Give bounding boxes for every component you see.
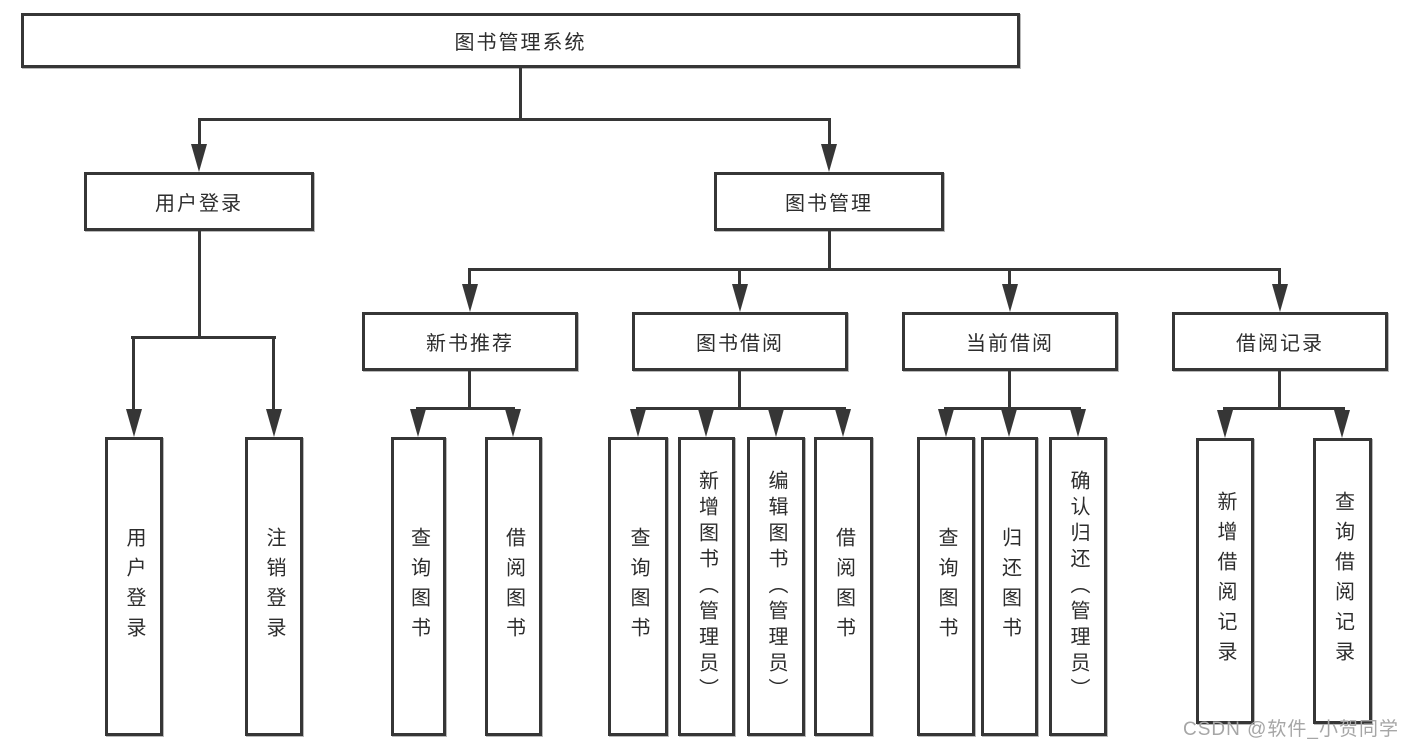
leaf-newbooks-query-label: 查询图书 xyxy=(407,526,430,647)
leaf-currentborrow-query: 查询图书 xyxy=(917,437,975,736)
leaf-records-add: 新增借阅记录 xyxy=(1196,438,1254,724)
leaf-newbooks-query: 查询图书 xyxy=(391,437,446,736)
leaf-records-query: 查询借阅记录 xyxy=(1313,438,1372,724)
leaf-bookborrow-query: 查询图书 xyxy=(608,437,668,736)
connector-user-login-stem xyxy=(198,231,201,339)
connector-drop-current-borrow xyxy=(1008,268,1011,286)
leaf-currentborrow-confirm-label: 确认归还（管理员） xyxy=(1067,469,1089,704)
connector-root-stem xyxy=(519,68,522,120)
node-book-borrow: 图书借阅 xyxy=(632,312,848,371)
arrow-down-icon xyxy=(835,409,851,437)
arrow-down-icon xyxy=(1217,410,1233,438)
leaf-currentborrow-query-label: 查询图书 xyxy=(935,526,957,647)
leaf-newbooks-borrow: 借阅图书 xyxy=(485,437,542,736)
node-new-books-label: 新书推荐 xyxy=(426,333,514,355)
arrow-down-icon xyxy=(505,409,521,437)
arrow-down-icon xyxy=(266,409,282,437)
node-user-login-label: 用户登录 xyxy=(155,193,243,215)
node-borrow-records: 借阅记录 xyxy=(1172,312,1388,371)
leaf-currentborrow-return: 归还图书 xyxy=(981,437,1038,736)
leaf-bookborrow-add: 新增图书（管理员） xyxy=(678,437,735,736)
node-book-mgmt-label: 图书管理 xyxy=(785,193,873,215)
arrow-down-icon xyxy=(1001,409,1017,437)
arrow-down-icon xyxy=(410,409,426,437)
node-book-borrow-label: 图书借阅 xyxy=(696,333,784,355)
arrow-down-icon xyxy=(768,409,784,437)
connector-drop-leaf-user-login xyxy=(132,336,135,412)
connector-current-borrow-rail xyxy=(944,407,1081,410)
arrow-down-icon xyxy=(1272,284,1288,312)
leaf-bookborrow-add-label: 新增图书（管理员） xyxy=(695,469,718,704)
leaf-bookborrow-edit-label: 编辑图书（管理员） xyxy=(765,469,787,704)
leaf-logout: 注销登录 xyxy=(245,437,303,736)
node-root-label: 图书管理系统 xyxy=(454,32,587,54)
leaf-newbooks-borrow-label: 借阅图书 xyxy=(502,526,525,647)
connector-drop-user-login xyxy=(198,118,201,146)
node-current-borrow-label: 当前借阅 xyxy=(966,333,1054,355)
leaf-user-login: 用户登录 xyxy=(105,437,163,736)
connector-drop-book-mgmt xyxy=(828,118,831,146)
leaf-user-login-label: 用户登录 xyxy=(123,526,145,647)
connector-book-mgmt-stem xyxy=(828,231,831,271)
connector-drop-borrow-records xyxy=(1278,268,1281,286)
connector-borrow-records-rail xyxy=(1223,407,1345,410)
node-borrow-records-label: 借阅记录 xyxy=(1236,333,1324,355)
arrow-down-icon xyxy=(732,284,748,312)
arrow-down-icon xyxy=(462,284,478,312)
connector-book-mgmt-rail xyxy=(468,268,1281,271)
connector-new-books-stem xyxy=(468,371,471,410)
leaf-bookborrow-edit: 编辑图书（管理员） xyxy=(747,437,805,736)
connector-drop-book-borrow xyxy=(738,268,741,286)
connector-user-login-rail xyxy=(131,336,276,339)
connector-borrow-records-stem xyxy=(1278,371,1281,410)
arrow-down-icon xyxy=(821,144,837,172)
csdn-watermark: CSDN @软件_小贺同学 xyxy=(1183,719,1399,740)
arrow-down-icon xyxy=(938,409,954,437)
arrow-down-icon xyxy=(1334,410,1350,438)
arrow-down-icon xyxy=(126,409,142,437)
connector-drop-new-books xyxy=(468,268,471,286)
arrow-down-icon xyxy=(630,409,646,437)
leaf-bookborrow-borrow: 借阅图书 xyxy=(814,437,873,736)
arrow-down-icon xyxy=(1070,409,1086,437)
node-new-books: 新书推荐 xyxy=(362,312,578,371)
arrow-down-icon xyxy=(698,409,714,437)
arrow-down-icon xyxy=(1002,284,1018,312)
leaf-currentborrow-return-label: 归还图书 xyxy=(998,526,1021,647)
arrow-down-icon xyxy=(191,144,207,172)
node-book-mgmt: 图书管理 xyxy=(714,172,944,231)
connector-root-rail xyxy=(198,118,831,121)
connector-drop-leaf-logout xyxy=(272,336,275,412)
connector-new-books-rail xyxy=(416,407,515,410)
connector-book-borrow-rail xyxy=(636,407,846,410)
connector-book-borrow-stem xyxy=(738,371,741,410)
leaf-bookborrow-query-label: 查询图书 xyxy=(627,526,649,647)
leaf-records-query-label: 查询借阅记录 xyxy=(1331,491,1354,671)
leaf-bookborrow-borrow-label: 借阅图书 xyxy=(832,526,855,647)
connector-current-borrow-stem xyxy=(1008,371,1011,410)
node-root: 图书管理系统 xyxy=(21,13,1020,68)
leaf-logout-label: 注销登录 xyxy=(263,526,285,647)
leaf-records-add-label: 新增借阅记录 xyxy=(1214,491,1236,671)
node-current-borrow: 当前借阅 xyxy=(902,312,1118,371)
node-user-login: 用户登录 xyxy=(84,172,314,231)
leaf-currentborrow-confirm: 确认归还（管理员） xyxy=(1049,437,1107,736)
